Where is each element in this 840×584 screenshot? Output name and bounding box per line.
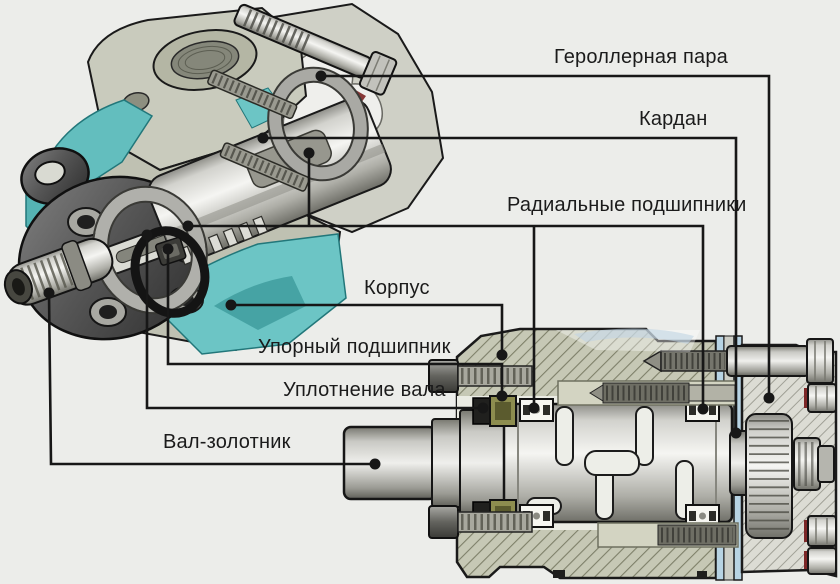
- flange-cap-screws: [428, 359, 533, 539]
- leader-spool-shaft: [43, 287, 381, 470]
- leader-housing: [225, 299, 508, 361]
- flange-bolt-hole: [89, 297, 127, 327]
- section-geroller-gear: [745, 413, 793, 539]
- through-bolt-3d: [233, 3, 398, 96]
- section-output-stub: [793, 437, 835, 491]
- threaded-port: [152, 29, 258, 91]
- section-shaft-step: [431, 418, 463, 508]
- section-spool-valve: [502, 402, 734, 524]
- label-cardan: Кардан: [639, 108, 708, 130]
- label-gerotor-pair: Героллерная пара: [554, 46, 728, 68]
- leader-thrust-bearing: [162, 243, 508, 402]
- right-bolt-heads: [804, 383, 837, 575]
- threaded-studs-3d: [207, 69, 310, 192]
- leader-cardan: [257, 132, 742, 439]
- label-radial-bearings: Радиальные подшипники: [507, 194, 747, 216]
- label-shaft-seal: Уплотнение вала: [283, 379, 446, 401]
- section-embedded-studs: [557, 380, 739, 548]
- leader-shaft-seal: [141, 229, 489, 414]
- label-housing: Корпус: [364, 277, 430, 299]
- top-reflection: [556, 328, 700, 352]
- label-thrust-bearing: Упорный подшипник: [258, 336, 451, 358]
- shaft-seal-ring: [130, 226, 210, 318]
- cutaway-3d-view: [3, 2, 445, 355]
- leader-gerotor-pair: [315, 70, 775, 404]
- label-spool-shaft: Вал-золотник: [163, 431, 291, 453]
- output-shaft-3d: [3, 237, 114, 306]
- leader-radial-bearings: [182, 147, 709, 415]
- edge-notch: [553, 570, 565, 578]
- edge-notch: [697, 571, 707, 578]
- leader-lines: [43, 70, 775, 470]
- cross-section-view: [342, 327, 838, 581]
